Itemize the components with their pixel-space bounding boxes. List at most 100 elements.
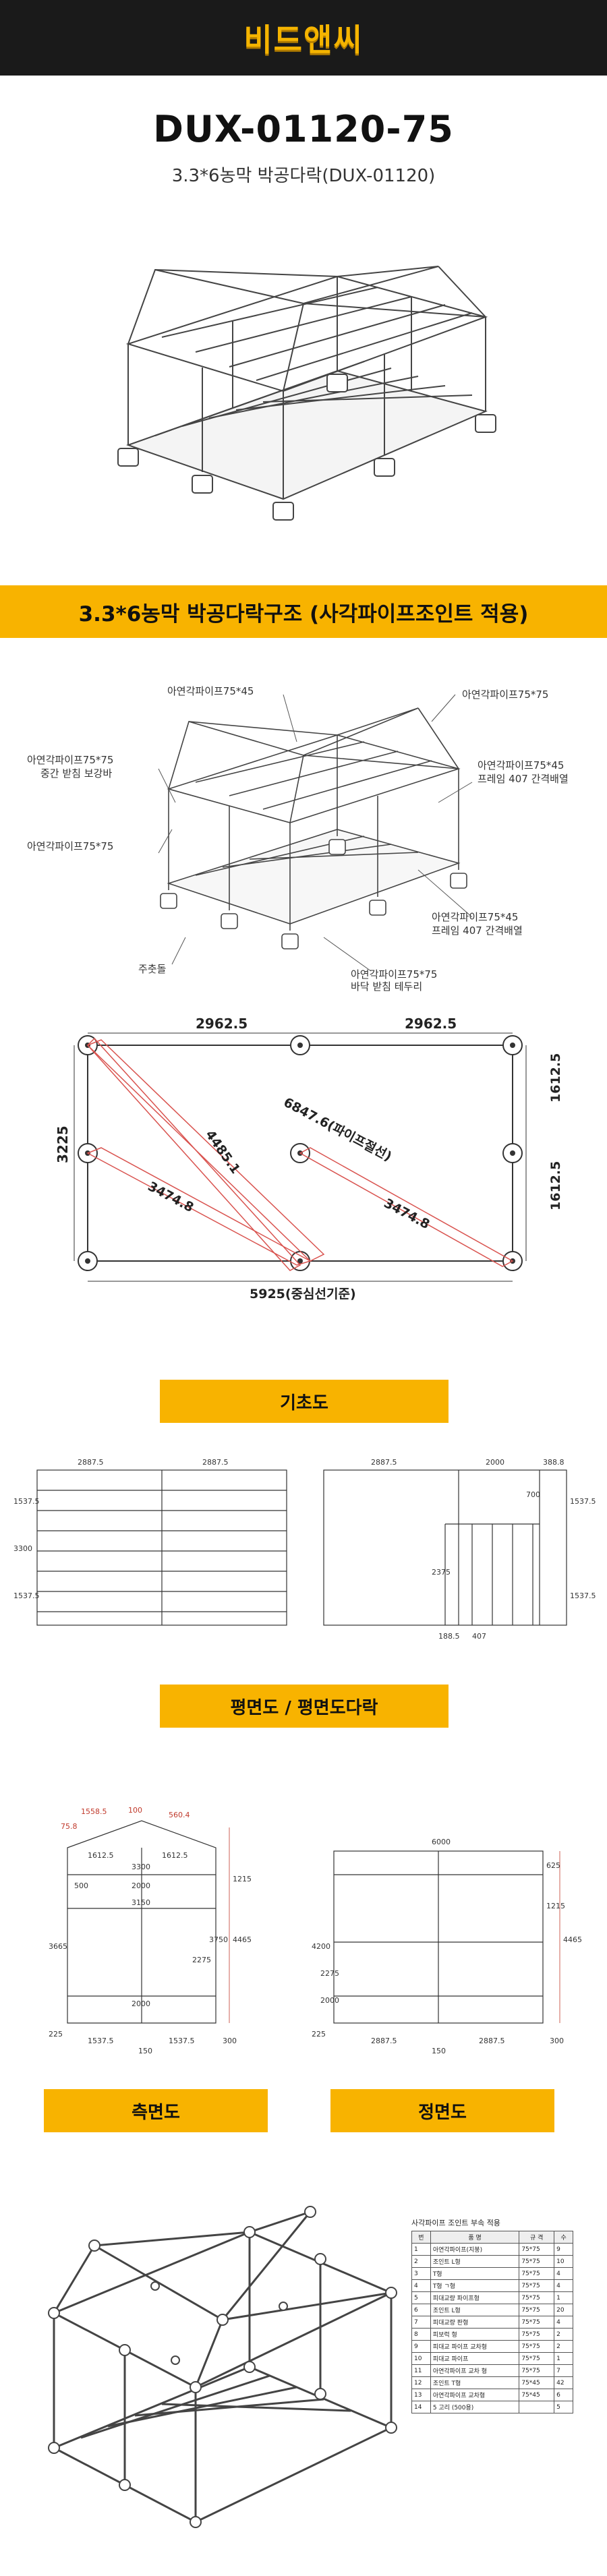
side-w3: 3300 (132, 1863, 150, 1871)
parts-header-qty: 수 (554, 2231, 573, 2244)
label-bottom-mid-1: 아연각파이프75*75 (351, 968, 437, 980)
label-plan: 평면도 / 평면도다락 (160, 1685, 449, 1728)
table-cell: 5 (411, 2291, 431, 2304)
plan-b1: 2887.5 (371, 1458, 397, 1467)
table-cell: 75*45 (519, 2376, 555, 2389)
front-h4: 1215 (546, 1902, 565, 1910)
table-cell: 2 (554, 2340, 573, 2353)
top-header: 비드앤씨 (0, 0, 607, 76)
front-h3: 625 (546, 1861, 560, 1870)
side-h5: 4465 (233, 1935, 252, 1944)
plan-b-v: 2375 (432, 1568, 451, 1577)
label-right-low-1: 아연각파이프75*45 (432, 911, 518, 923)
plan-a-l2: 1537.5 (13, 1591, 40, 1600)
plan-b-s: 407 (472, 1632, 486, 1641)
table-cell: 4 (554, 2267, 573, 2280)
side-t3: 75.8 (61, 1822, 78, 1831)
label-top-right: 아연각파이프75*75 (462, 689, 548, 701)
side-b4: 300 (223, 2037, 237, 2045)
table-cell: 2 (554, 2328, 573, 2341)
joint-illustration (48, 2206, 397, 2528)
table-cell: 피대교 파이프 (430, 2352, 520, 2365)
foundation-plan: 2962.5 2962.5 3225 6847.6(파이프절선) 4485.1 … (55, 1016, 563, 1301)
table-cell: 8 (411, 2328, 431, 2341)
table-cell: 9 (411, 2340, 431, 2353)
model-subtitle: 3.3*6농막 박공다락(DUX-01120) (171, 166, 436, 186)
plan-b-h: 700 (526, 1490, 540, 1499)
table-cell: 10 (411, 2352, 431, 2365)
label-foundation-stone: 주춧돌 (138, 963, 166, 975)
table-cell: 3 (411, 2267, 431, 2280)
dim-left: 3225 (55, 1125, 71, 1163)
table-cell: 1 (554, 2291, 573, 2304)
table-cell: T형 (430, 2267, 520, 2280)
product-illustration (117, 266, 496, 521)
plan-b3: 388.8 (543, 1458, 565, 1467)
table-cell: 2 (411, 2255, 431, 2268)
table-cell: 12 (411, 2376, 431, 2389)
label-side: 측면도 (44, 2089, 268, 2132)
side-h4: 1215 (233, 1875, 252, 1883)
front-h2: 2275 (320, 1969, 339, 1978)
side-w2: 1612.5 (162, 1851, 188, 1860)
plan-b-r2: 1537.5 (570, 1591, 596, 1600)
label-left-mid-1: 아연각파이프75*75 (27, 754, 113, 766)
parts-header-spec: 규 격 (519, 2231, 555, 2244)
front-b1: 2887.5 (371, 2037, 397, 2045)
brand-logo[interactable]: 비드앤씨 (243, 22, 364, 58)
plan-a1: 2887.5 (78, 1458, 104, 1467)
table-cell: 20 (554, 2304, 573, 2316)
table-cell: 75*75 (519, 2255, 555, 2268)
table-cell: 42 (554, 2376, 573, 2389)
table-cell: 4 (554, 2316, 573, 2329)
label-front: 정면도 (330, 2089, 554, 2132)
label-right-low-2: 프레임 407 간격배열 (432, 925, 523, 937)
plan-b-r1: 1537.5 (570, 1497, 596, 1506)
front-b4: 300 (550, 2037, 564, 2045)
table-cell: 5 (554, 2401, 573, 2413)
side-b2: 1537.5 (169, 2037, 195, 2045)
side-b5: 2000 (132, 1999, 150, 2008)
table-cell: 아연각파이프(지붕) (430, 2243, 520, 2256)
table-cell: 아연각파이프 교차형 (430, 2389, 520, 2401)
table-cell: 75*75 (519, 2352, 555, 2365)
side-t4: 100 (128, 1806, 142, 1815)
table-cell: 조인트 L형 (430, 2255, 520, 2268)
table-cell: 75*75 (519, 2291, 555, 2304)
table-cell: 75*75 (519, 2364, 555, 2377)
side-h2: 2275 (192, 1956, 211, 1964)
plan-a-left: 3300 (13, 1544, 32, 1553)
side-w6: 500 (74, 1881, 88, 1890)
table-cell: 75*45 (519, 2389, 555, 2401)
model-number: DUX-01120-75 (153, 108, 454, 150)
table-cell: 75*75 (519, 2328, 555, 2341)
dim-right-top: 1612.5 (548, 1053, 563, 1103)
table-cell: 피보럭 형 (430, 2328, 520, 2341)
plan-views: 2887.5 2887.5 3300 1537.5 1537.5 2887.5 … (13, 1458, 596, 1641)
structure-banner: 3.3*6농막 박공다락구조 (사각파이프조인트 적용) (0, 585, 607, 638)
table-cell: 7 (411, 2316, 431, 2329)
side-top2: 560.4 (169, 1811, 190, 1819)
parts-table-title: 사각파이프 조인트 부속 적용 (411, 2219, 500, 2227)
side-h6: 225 (49, 2030, 63, 2039)
label-bottom-mid-2: 바닥 받침 테두리 (351, 980, 422, 991)
label-left-mid-2: 중간 받침 보강바 (40, 767, 112, 780)
side-w1: 1612.5 (88, 1851, 114, 1860)
front-b2: 2887.5 (479, 2037, 505, 2045)
dim-top-right: 2962.5 (405, 1016, 457, 1032)
table-cell: 75*75 (519, 2340, 555, 2353)
table-cell: 1 (554, 2352, 573, 2365)
plan-b-s1: 188.5 (438, 1632, 460, 1641)
table-cell: 11 (411, 2364, 431, 2377)
table-cell: 7 (554, 2364, 573, 2377)
front-h7: 225 (312, 2030, 326, 2039)
